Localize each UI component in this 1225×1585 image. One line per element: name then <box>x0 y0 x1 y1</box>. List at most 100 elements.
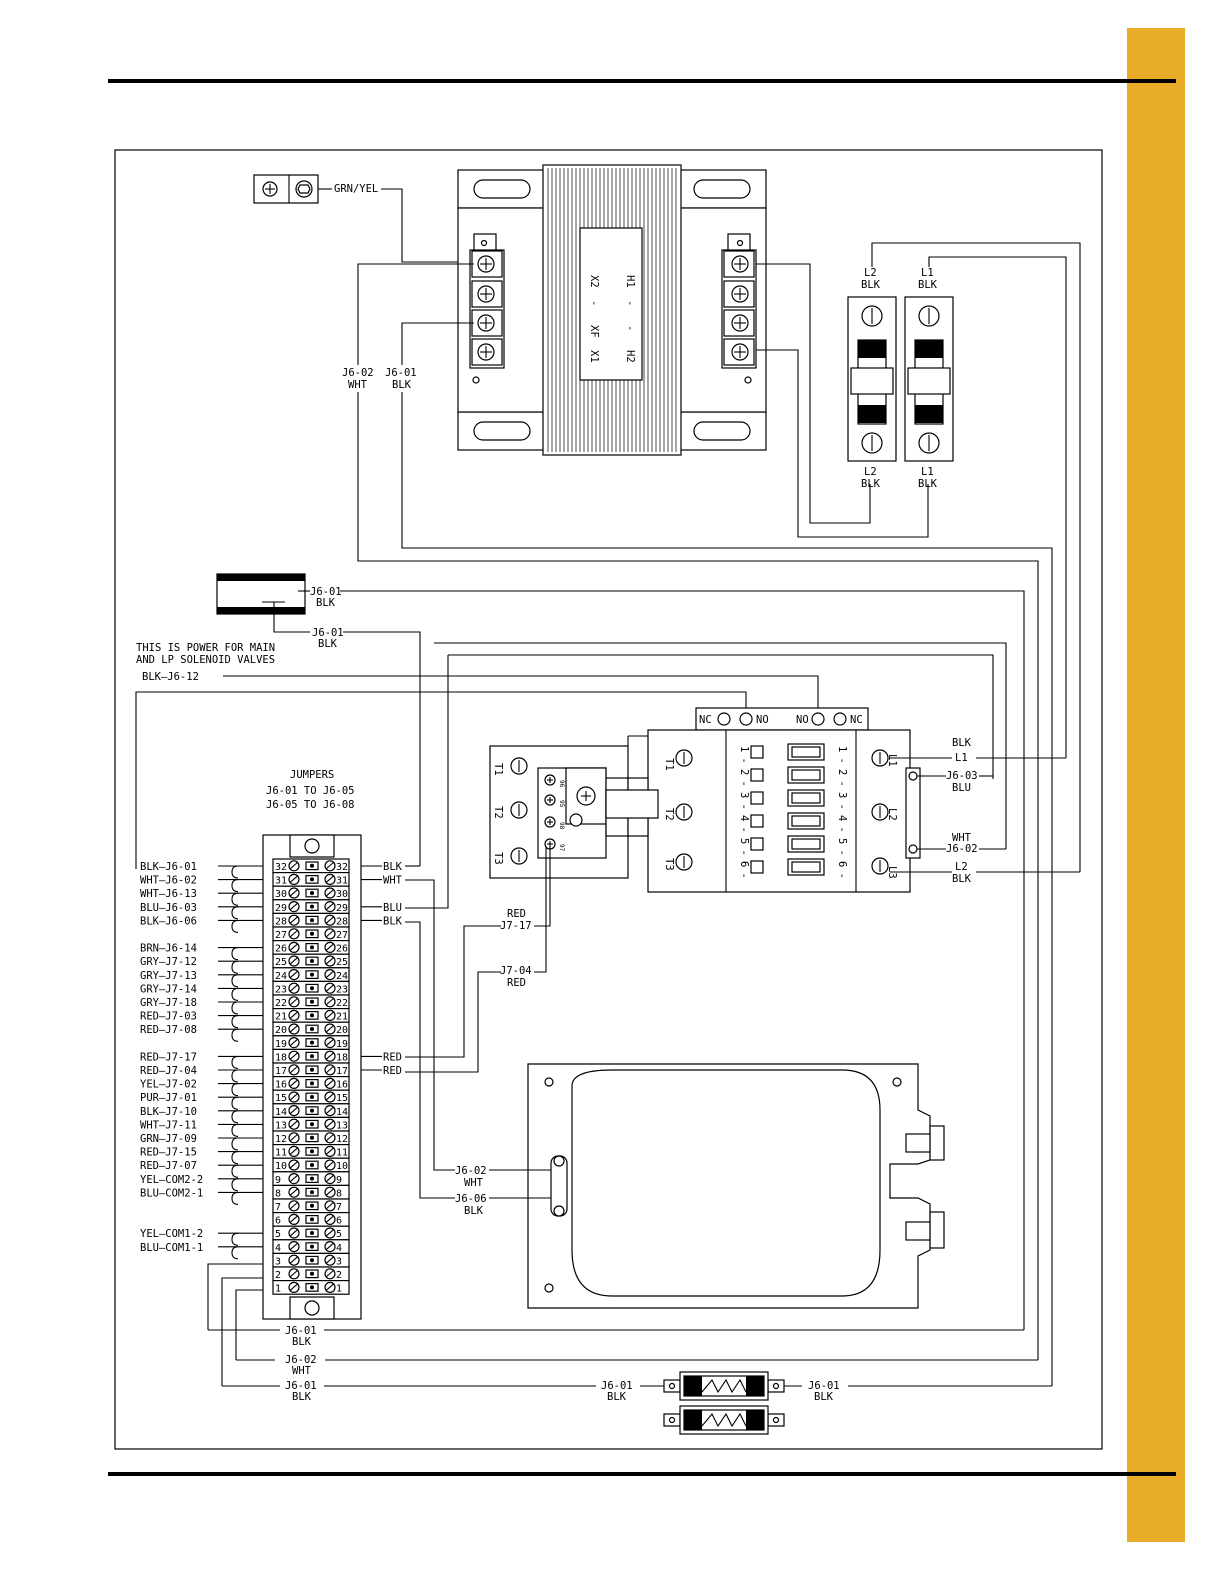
terminal-left-wire-label: GRN—J7-09 <box>140 1133 197 1145</box>
bottom-fuse-right-a: J6-01 <box>808 1380 840 1392</box>
terminal-number-left: 1 <box>275 1284 281 1295</box>
note-line-1: THIS IS POWER FOR MAIN <box>136 642 275 654</box>
terminal-left-wire-label: RED—J7-04 <box>140 1065 197 1077</box>
contactor-l1: L1 <box>886 754 898 767</box>
fuse-block-l2 <box>847 296 897 462</box>
terminal-number-right: 15 <box>336 1093 348 1104</box>
terminal-left-wire-label: BLK—J7-10 <box>140 1106 197 1118</box>
blk-j612-label: BLK—J6-12 <box>142 671 199 683</box>
terminal-left-wire-label: YEL—J7-02 <box>140 1079 197 1091</box>
contactor-l2-a: L2 <box>955 861 968 873</box>
terminal-number-left: 13 <box>275 1120 287 1131</box>
fuse-l2-bot-a: L2 <box>864 466 877 478</box>
ground-terminal <box>253 174 319 204</box>
terminal-number-left: 22 <box>275 998 287 1009</box>
contactor-t3: T3 <box>663 858 675 871</box>
terminal-left-wire-label: GRY—J7-12 <box>140 956 197 968</box>
tx-wire-j601-b: BLK <box>392 379 412 391</box>
tx-left-label-3: XF <box>588 325 600 338</box>
terminal-right-wire-label: BLK <box>383 861 403 873</box>
terminal-number-right: 1 <box>336 1284 342 1295</box>
terminal-number-left: 24 <box>275 971 287 982</box>
contactor-t1: T1 <box>663 758 675 771</box>
aux-left-label: - <box>738 873 750 879</box>
aux-right-label: - <box>836 850 848 856</box>
terminal-number-left: 28 <box>275 916 287 927</box>
overload-t3: T3 <box>492 852 504 865</box>
terminal-number-left: 29 <box>275 903 287 914</box>
aux-right-label: 6 <box>836 861 848 867</box>
terminal-number-right: 19 <box>336 1039 348 1050</box>
tx-wire-j601-a: J6-01 <box>385 367 417 379</box>
terminal-left-wire-label: GRY—J7-18 <box>140 997 197 1009</box>
terminal-number-left: 19 <box>275 1039 287 1050</box>
terminal-number-right: 17 <box>336 1066 348 1077</box>
overload-aux-95: 95 <box>558 800 565 808</box>
terminal-left-wire-label: GRY—J7-13 <box>140 970 197 982</box>
fuse-l1-bot-b: BLK <box>918 478 938 490</box>
terminal-number-right: 8 <box>336 1188 342 1199</box>
terminal-number-left: 7 <box>275 1202 281 1213</box>
solenoid-j602-b: WHT <box>464 1177 484 1189</box>
solenoid-j602-a: J6-02 <box>455 1165 487 1177</box>
terminal-number-right: 7 <box>336 1202 342 1213</box>
terminal-number-left: 30 <box>275 889 287 900</box>
contactor-no-left: NO <box>756 714 769 726</box>
terminal-left-wire-label: RED—J7-17 <box>140 1051 197 1063</box>
overload-aux-96: 96 <box>558 780 565 788</box>
bottom-j601b-a: J6-01 <box>285 1380 317 1392</box>
aux-right-label: - <box>836 827 848 833</box>
top-rule <box>108 79 1176 83</box>
terminal-number-right: 22 <box>336 998 348 1009</box>
terminal-number-right: 12 <box>336 1134 348 1145</box>
terminal-number-right: 30 <box>336 889 348 900</box>
overload-red-b: J7-17 <box>500 920 532 932</box>
terminal-number-right: 9 <box>336 1175 342 1186</box>
tx-right-label-2: - <box>624 300 636 306</box>
bottom-j601-b: BLK <box>292 1336 312 1348</box>
terminal-number-left: 21 <box>275 1012 287 1023</box>
terminal-right-wire-label: RED <box>383 1051 402 1063</box>
terminal-number-right: 23 <box>336 984 348 995</box>
aux-right-label: 5 <box>836 838 848 844</box>
terminal-number-left: 26 <box>275 944 287 955</box>
aux-right-label: 1 <box>836 746 848 752</box>
bottom-fuse-left-a: J6-01 <box>601 1380 633 1392</box>
contactor-j602-a: WHT <box>952 832 972 844</box>
terminal-number-left: 4 <box>275 1243 281 1254</box>
aux-left-label: 5 <box>738 838 750 844</box>
overload-red-a: RED <box>507 908 526 920</box>
terminal-number-left: 10 <box>275 1161 287 1172</box>
aux-left-label: 3 <box>738 792 750 798</box>
terminal-right-wire-label: BLU <box>383 902 402 914</box>
aux-right-label: - <box>836 781 848 787</box>
aux-left-label: 1 <box>738 746 750 752</box>
transformer <box>457 164 767 456</box>
aux-right-label: 3 <box>836 792 848 798</box>
aux-right-label: - <box>836 758 848 764</box>
terminal-number-right: 18 <box>336 1052 348 1063</box>
terminal-number-left: 3 <box>275 1256 281 1267</box>
terminal-number-left: 27 <box>275 930 287 941</box>
terminal-left-wire-label: WHT—J6-13 <box>140 888 197 900</box>
terminal-number-right: 31 <box>336 876 348 887</box>
aux-right-label: - <box>836 873 848 879</box>
bottom-j602-b: WHT <box>292 1365 312 1377</box>
aux-left-label: - <box>738 781 750 787</box>
contactor-nc-left: NC <box>699 714 712 726</box>
terminal-number-left: 23 <box>275 984 287 995</box>
terminal-number-right: 24 <box>336 971 348 982</box>
tx-right-label-1: H1 <box>624 275 636 288</box>
terminal-right-wire-label: BLK <box>383 915 403 927</box>
overload-aux-98: 98 <box>558 822 565 830</box>
terminal-number-right: 5 <box>336 1229 342 1240</box>
terminal-left-wire-label: BLU—J6-03 <box>140 902 197 914</box>
terminal-number-right: 21 <box>336 1012 348 1023</box>
bottom-fuse-right-b: BLK <box>814 1391 834 1403</box>
terminal-right-wire-label: RED <box>383 1065 402 1077</box>
terminal-number-left: 8 <box>275 1188 281 1199</box>
terminal-number-right: 10 <box>336 1161 348 1172</box>
tx-left-label-4: X1 <box>588 350 600 363</box>
terminal-number-right: 25 <box>336 957 348 968</box>
